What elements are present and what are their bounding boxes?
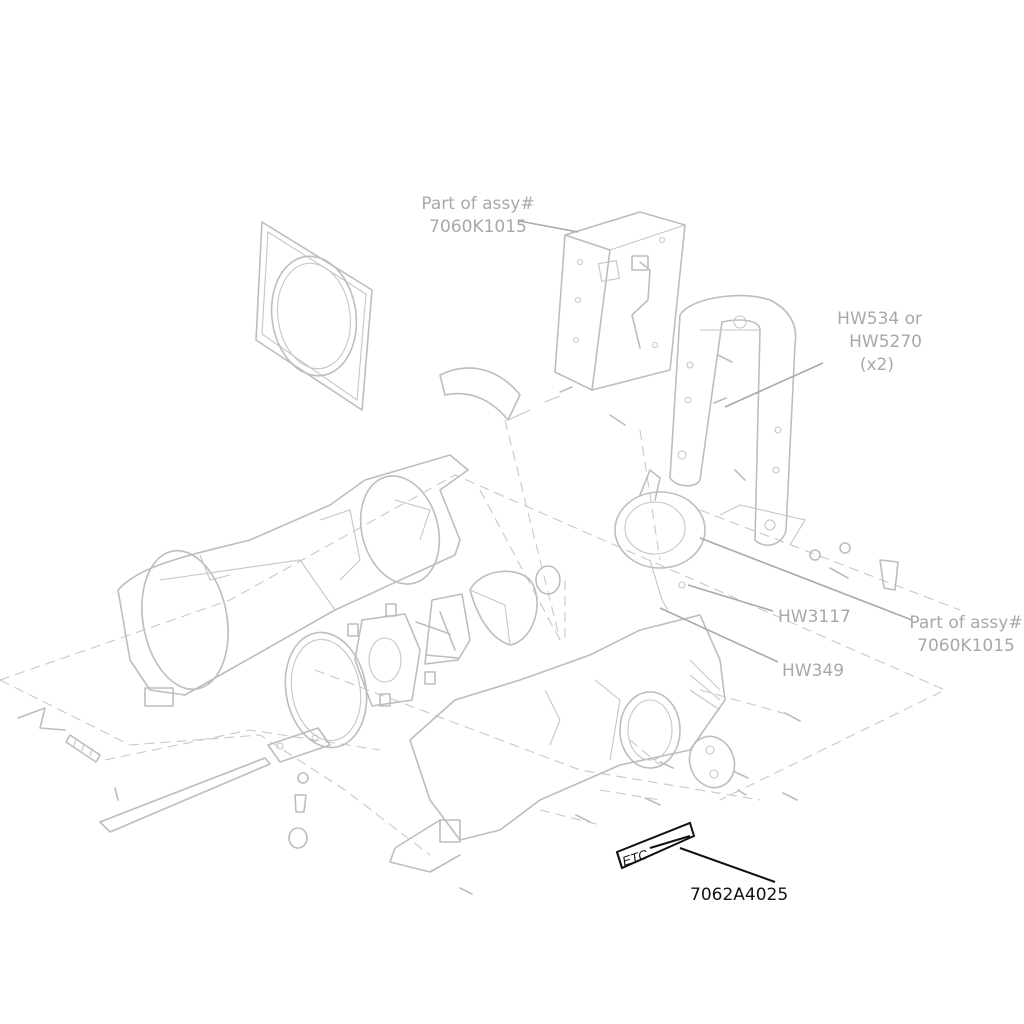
yoke-bracket — [669, 294, 806, 546]
callout-hw349: HW349 — [782, 661, 845, 681]
reflector-part — [469, 565, 561, 646]
callout-hw534: HW534 or HW5270 (x2) — [812, 308, 922, 377]
callout-leader-lines — [518, 220, 913, 883]
housing-screws — [459, 712, 801, 895]
nameplate-part: ETC — [615, 821, 696, 870]
front-barrel-housing — [117, 454, 469, 707]
rear-lamp-housing — [389, 614, 726, 873]
callout-assy-top: Part of assy# 7060K1015 — [408, 193, 548, 239]
rear-cap-plate — [688, 735, 749, 796]
callout-highlight-part: 7062A4025 — [690, 885, 789, 905]
callout-assy-top-line2: 7060K1015 — [429, 217, 527, 237]
callout-hw3117: HW3117 — [778, 607, 851, 627]
callout-assy-right-line2: 7060K1015 — [917, 636, 1015, 656]
lamp-cap-ring — [614, 469, 706, 611]
gel-frame-part — [255, 221, 373, 411]
gate-aperture-parts — [284, 593, 471, 749]
callout-assy-top-line1: Part of assy# — [421, 194, 535, 214]
callout-hw534-line1: HW534 or — [837, 309, 922, 329]
shutter-blade-part — [439, 367, 561, 421]
yoke-screws — [559, 354, 899, 591]
callout-assy-right-line1: Part of assy# — [909, 613, 1023, 633]
callout-hw534-line3: (x2) — [859, 355, 894, 375]
bottom-hardware — [17, 707, 331, 849]
assembly-guide-lines — [0, 419, 961, 856]
callout-hw534-line2: HW5270 — [849, 332, 922, 352]
power-supply-box — [554, 211, 686, 391]
callout-assy-right: Part of assy# 7060K1015 — [908, 612, 1024, 658]
